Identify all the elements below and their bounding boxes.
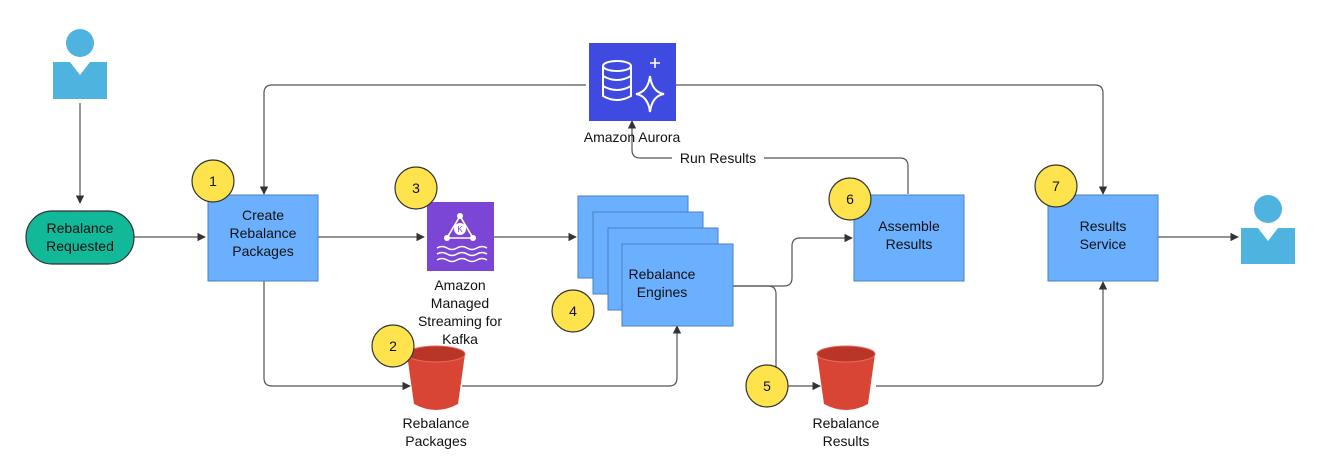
- svg-text:Rebalance: Rebalance: [813, 415, 880, 431]
- svg-text:Packages: Packages: [232, 243, 293, 259]
- svg-text:4: 4: [569, 303, 577, 319]
- edge-aurora-to-results-service: [676, 84, 1108, 195]
- svg-text:6: 6: [846, 191, 854, 207]
- svg-text:Assemble: Assemble: [878, 218, 940, 234]
- svg-text:7: 7: [1052, 178, 1060, 194]
- run-results-label: Run Results: [680, 150, 756, 166]
- step-badge-7: 7: [1034, 164, 1078, 208]
- svg-text:Requested: Requested: [46, 238, 114, 254]
- bucket-results-label: Rebalance Results: [813, 415, 880, 449]
- svg-text:Managed: Managed: [431, 295, 489, 311]
- node-rebalance-engines: Rebalance Engines: [577, 195, 734, 327]
- kafka-label: Amazon Managed Streaming for Kafka: [418, 277, 502, 347]
- user-right-icon: [1241, 195, 1295, 264]
- svg-text:Service: Service: [1080, 236, 1127, 252]
- s3-bucket-packages-icon: [406, 345, 466, 410]
- svg-text:Results: Results: [886, 236, 933, 252]
- step-badge-4: 4: [551, 289, 595, 333]
- edge-create-to-bucket-packages: [263, 281, 411, 391]
- svg-text:Amazon: Amazon: [434, 277, 485, 293]
- step-badge-6: 6: [828, 177, 872, 221]
- user-left-icon: [53, 29, 107, 99]
- s3-bucket-results-icon: [816, 345, 876, 410]
- step-badge-2: 2: [371, 324, 415, 368]
- node-create-rebalance-packages: Create Rebalance Packages: [207, 194, 319, 282]
- edge-engines-to-bucket-results: [733, 285, 821, 391]
- edge-engines-to-assemble: [733, 233, 853, 287]
- node-assemble-results: Assemble Results: [853, 194, 965, 282]
- connectors: [75, 84, 1239, 391]
- node-rebalance-requested: Rebalance Requested: [25, 210, 135, 265]
- aurora-label: Amazon Aurora: [584, 129, 681, 145]
- run-results-label-bg: [672, 150, 764, 166]
- svg-text:Rebalance: Rebalance: [230, 225, 297, 241]
- svg-text:Results: Results: [1080, 218, 1127, 234]
- step-badge-1: 1: [191, 159, 235, 203]
- svg-text:Packages: Packages: [405, 433, 466, 449]
- edge-bucket-results-to-results-service: [876, 281, 1108, 387]
- edge-aurora-to-create: [259, 84, 586, 195]
- edge-assemble-to-aurora: [627, 120, 909, 194]
- kafka-icon: K: [427, 202, 494, 271]
- step-badge-3: 3: [394, 166, 438, 210]
- bucket-packages-label: Rebalance Packages: [403, 415, 470, 449]
- svg-text:Rebalance: Rebalance: [403, 415, 470, 431]
- svg-text:2: 2: [389, 338, 397, 354]
- svg-text:Create: Create: [242, 207, 284, 223]
- svg-text:Results: Results: [823, 433, 870, 449]
- svg-text:Engines: Engines: [637, 284, 688, 300]
- svg-text:3: 3: [412, 180, 420, 196]
- svg-text:1: 1: [209, 173, 217, 189]
- svg-text:Rebalance: Rebalance: [47, 220, 114, 236]
- svg-text:Kafka: Kafka: [442, 331, 478, 347]
- svg-text:Streaming for: Streaming for: [418, 313, 502, 329]
- svg-text:5: 5: [763, 378, 771, 394]
- node-results-service: Results Service: [1047, 194, 1159, 282]
- svg-text:Rebalance: Rebalance: [629, 266, 696, 282]
- edge-bucket-packages-to-engines: [462, 325, 682, 387]
- step-badge-5: 5: [745, 364, 789, 408]
- svg-text:K: K: [457, 225, 463, 234]
- aurora-database-icon: [589, 43, 676, 121]
